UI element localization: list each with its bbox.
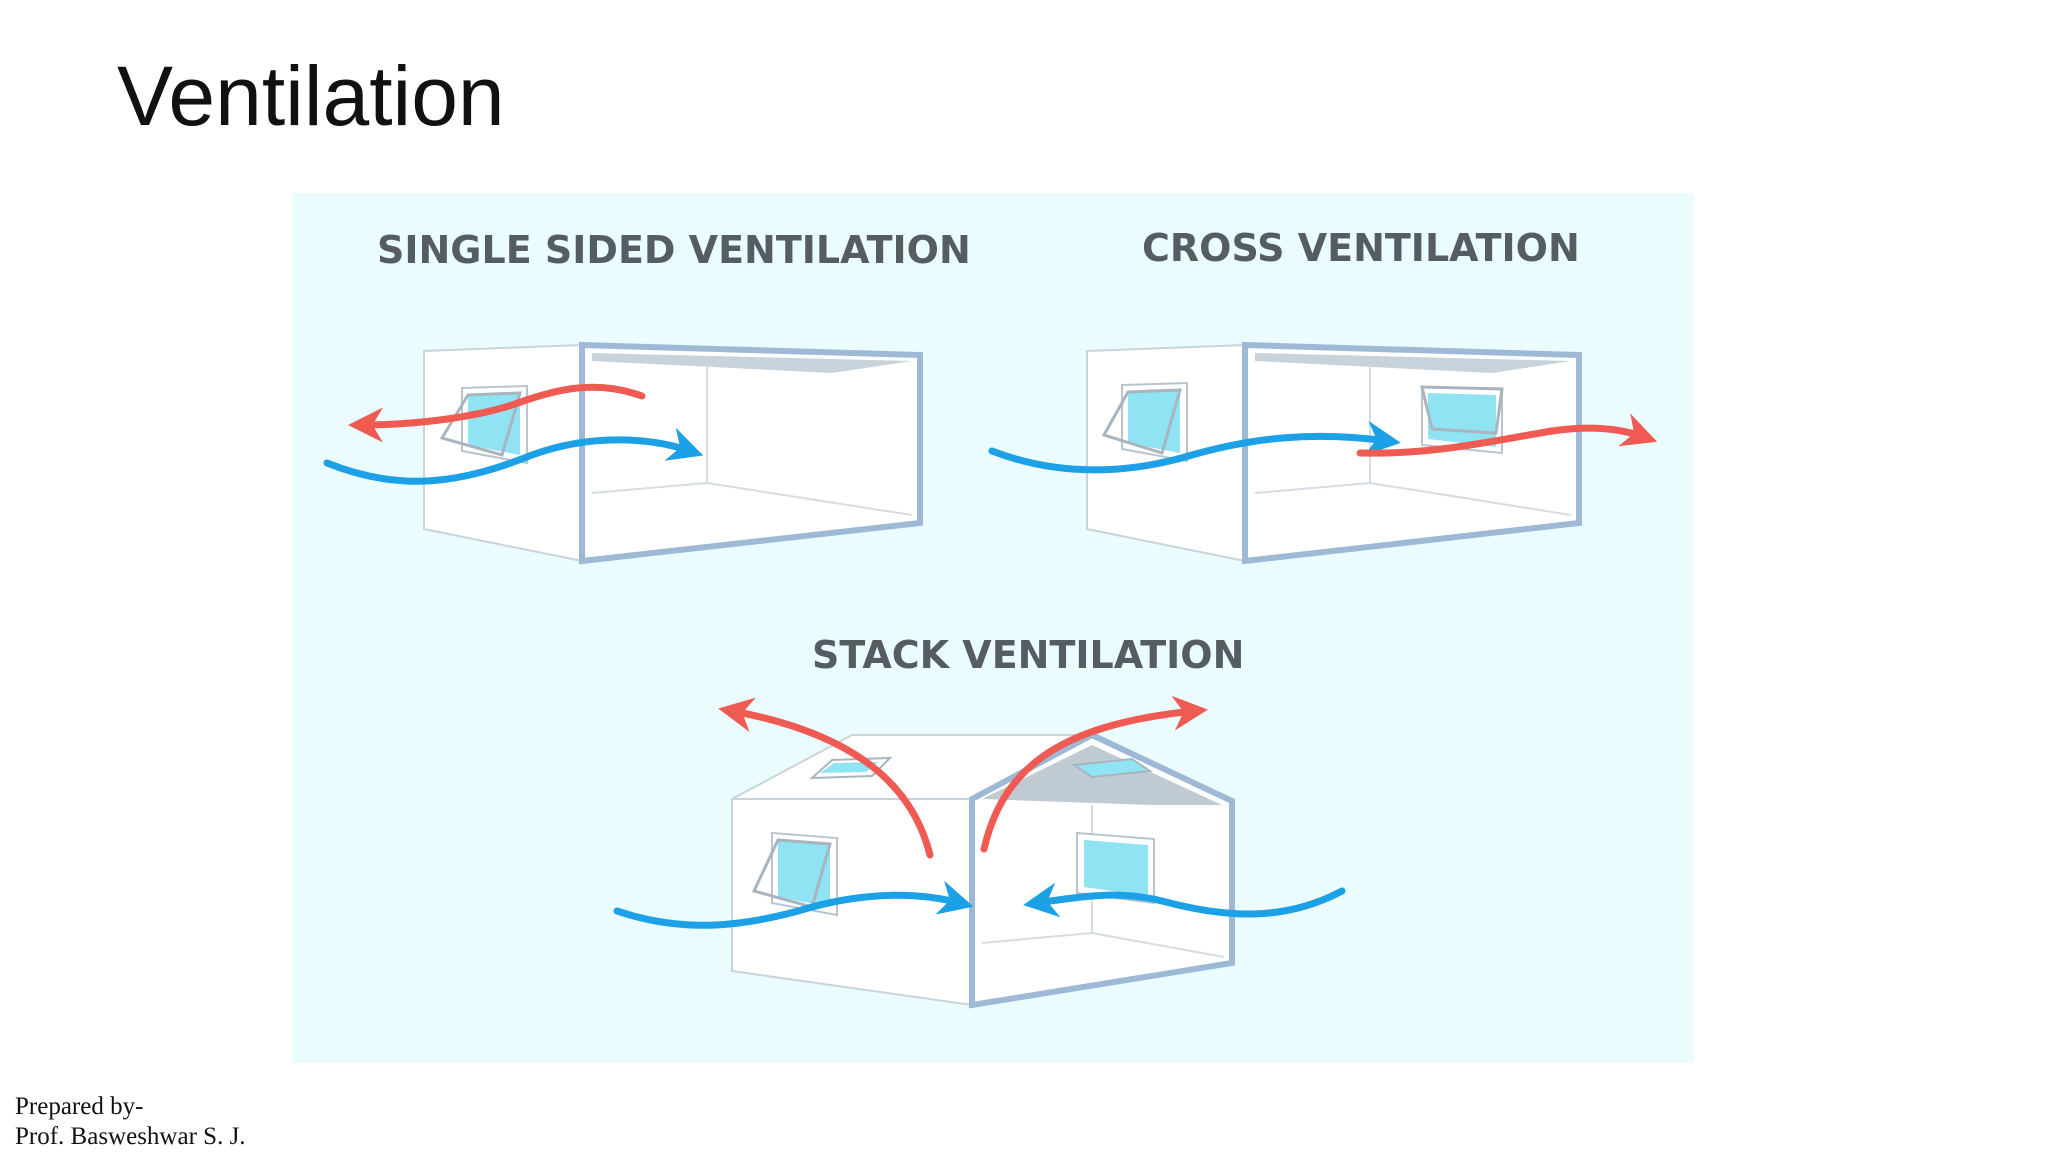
single-sided-panel: SINGLE SIDED VENTILATION [323,228,971,565]
stack-panel: STACK VENTILATION [613,633,1346,1009]
stack-warm-air-right-arrow [980,695,1208,853]
single-sided-cool-air-arrow [323,427,704,485]
cross-cool-air-arrow [988,420,1401,474]
single-sided-room [423,341,923,565]
prepared-by-label: Prepared by- [15,1093,144,1120]
cross-panel: CROSS VENTILATION [988,226,1658,565]
ventilation-diagram: SINGLE SIDED VENTILATION [292,193,1694,1063]
stack-cool-air-right-arrow [1023,882,1346,918]
cross-warm-air-arrow [1356,413,1658,457]
stack-back-window [1076,831,1155,905]
cross-back-window [1420,385,1504,455]
slide-title: Ventilation [117,49,505,143]
stack-cool-air-left-arrow [613,880,974,929]
stack-warm-air-left-arrow [718,697,934,859]
stack-house [731,731,1235,1009]
stack-caption: STACK VENTILATION [812,633,1244,677]
cross-room [1086,341,1582,565]
single-sided-caption: SINGLE SIDED VENTILATION [377,228,971,272]
stack-side-window [751,831,838,917]
cross-front-window [1101,381,1188,463]
author-name: Prof. Basweshwar S. J. [15,1123,246,1150]
cross-caption: CROSS VENTILATION [1142,226,1580,270]
single-sided-warm-air-arrow [348,383,646,443]
author-credits: Prepared by- Prof. Basweshwar S. J. [15,1092,246,1152]
